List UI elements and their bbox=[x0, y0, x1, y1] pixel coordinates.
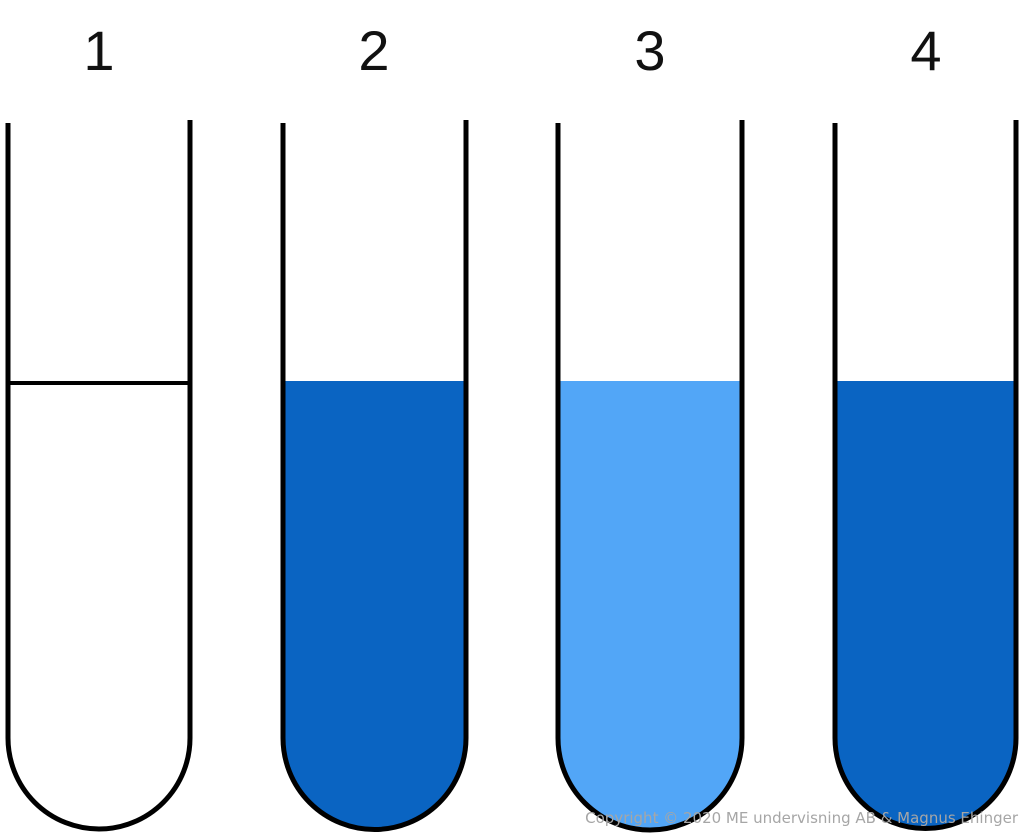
tube-number-3: 3 bbox=[634, 19, 665, 82]
tube-4-outline bbox=[832, 120, 1019, 831]
tube-2-outline bbox=[280, 120, 469, 832]
tube-1-liquid bbox=[8, 383, 190, 829]
tube-4-liquid bbox=[835, 381, 1016, 829]
test-tube-4: 4 bbox=[832, 19, 1019, 831]
tube-number-4: 4 bbox=[910, 19, 941, 82]
tube-number-2: 2 bbox=[358, 19, 389, 82]
tube-3-liquid bbox=[558, 381, 742, 830]
test-tube-3: 3 bbox=[555, 19, 745, 833]
test-tube-1: 1 bbox=[5, 19, 193, 832]
tube-number-1: 1 bbox=[83, 19, 114, 82]
copyright-notice: Copyright © 2020 ME undervisning AB & Ma… bbox=[585, 809, 1018, 827]
test-tube-2: 2 bbox=[280, 19, 469, 832]
tube-3-outline bbox=[555, 120, 745, 833]
tube-2-liquid bbox=[283, 381, 466, 830]
tube-1-outline bbox=[5, 120, 193, 832]
